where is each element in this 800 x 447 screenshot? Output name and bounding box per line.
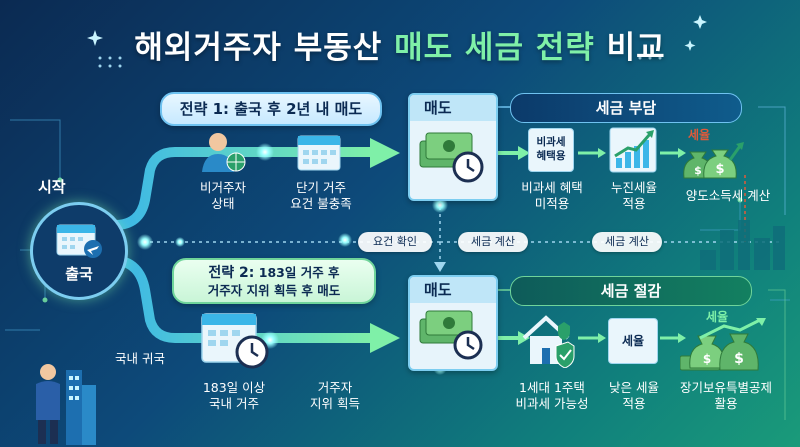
s1-step2-label: 단기 거주 요건 불충족 [262, 180, 380, 212]
s2-step2-line2: 지위 획득 [310, 396, 360, 411]
money-clock-icon [419, 132, 484, 183]
tax-calc-tag-1: 세금 계산 [458, 232, 528, 252]
s2-r2-label: 낮은 세율 적용 [594, 380, 674, 412]
s1-result-header: 세금 부담 [510, 93, 742, 123]
svg-text:$: $ [703, 352, 711, 366]
tax-exempt-doc-icon: 비과세 혜택용 [528, 128, 574, 172]
check-requirement-tag: 요건 확인 [358, 232, 432, 252]
s1-tax-rate-tag: 세율 [688, 128, 711, 142]
money-clock-icon-2 [419, 310, 483, 360]
rising-chart-icon [609, 127, 657, 173]
calendar-clock-icon [201, 313, 269, 369]
s1-sale-card: 매도 [408, 93, 498, 201]
s2-result-header: 세금 절감 [510, 276, 752, 306]
svg-text:$: $ [715, 162, 724, 177]
s2-r2-line1: 낮은 세율 [609, 380, 659, 395]
title-part3: 비교 [606, 30, 666, 66]
s1-r1-label: 비과세 혜택 미적용 [508, 180, 596, 212]
money-bags-icon: $ $ [683, 142, 744, 179]
tax-calc-tag-2: 세금 계산 [592, 232, 662, 252]
s2-r2-tag: 세율 [621, 334, 645, 348]
s1-r2-label: 누진세율 적용 [594, 180, 674, 212]
s2-r3-label: 장기보유특별공제 활용 [664, 380, 788, 412]
tax-exempt-doc-line2: 혜택용 [536, 150, 566, 162]
return-label: 국내 귀국 [115, 351, 165, 366]
s2-pill-line1b: 183일 거주 후 [258, 265, 340, 280]
s2-sale-card: 매도 [408, 275, 498, 371]
s2-r3-line1: 장기보유특별공제 [679, 380, 772, 395]
s1-step1-label: 비거주자 상태 [168, 180, 278, 212]
departure-node: 출국 [30, 202, 128, 300]
s2-pill-line2: 거주자 지위 획득 후 매도 [207, 283, 341, 298]
person-city-icon [36, 364, 96, 445]
s2-step2-label: 거주자 지위 획득 [290, 380, 380, 412]
s1-step2-line1: 단기 거주 [296, 180, 346, 195]
house-shield-icon [522, 315, 575, 368]
s1-r2-line2: 적용 [622, 196, 646, 211]
strategy2-pill: 전략 2: 183일 거주 후 거주자 지위 획득 후 매도 [172, 258, 376, 304]
s2-step1-label: 183일 이상 국내 거주 [186, 380, 282, 412]
s1-r1-line1: 비과세 혜택 [521, 180, 583, 195]
depart-label: 출국 [65, 265, 93, 283]
s2-tax-rate-tag: 세율 [706, 310, 729, 324]
start-label: 시작 [38, 178, 66, 196]
svg-text:$: $ [694, 164, 702, 177]
calendar-icon [297, 135, 341, 171]
svg-text:$: $ [734, 351, 744, 367]
person-globe-icon [202, 133, 246, 172]
calendar-plane-icon [56, 224, 102, 258]
s2-r1-label: 1세대 1주택 비과세 가능성 [506, 380, 598, 412]
s2-step1-line2: 국내 거주 [209, 396, 259, 411]
s1-step1-line2: 상태 [211, 196, 235, 211]
s2-sale-label: 매도 [410, 277, 496, 303]
s2-r3-line2: 활용 [714, 396, 738, 411]
s1-r2-line1: 누진세율 [610, 180, 657, 195]
strategy1-pill: 전략 1: 출국 후 2년 내 매도 [160, 92, 382, 126]
title-part1: 해외거주자 부동산 [134, 30, 383, 66]
money-bags-growth-icon: $ $ [680, 318, 766, 371]
page-title: 해외거주자 부동산 매도 세금 전략 비교 [0, 22, 800, 67]
s2-step1-line1: 183일 이상 [202, 380, 266, 395]
s2-step2-line1: 거주자 [317, 380, 353, 395]
tax-rate-doc-icon: 세율 [608, 318, 658, 364]
s1-sale-label: 매도 [410, 95, 496, 121]
s1-r1-line2: 미적용 [534, 196, 570, 211]
s2-pill-line1: 전략 2: [208, 265, 255, 281]
s1-step2-line2: 요건 불충족 [290, 196, 352, 211]
s2-r1-line2: 비과세 가능성 [515, 396, 589, 411]
tax-exempt-doc-line1: 비과세 [536, 136, 566, 148]
s1-step1-line1: 비거주자 [199, 180, 246, 195]
s2-r1-line1: 1세대 1주택 [519, 380, 585, 395]
s2-r2-line2: 적용 [622, 396, 646, 411]
s1-r3-label: 양도소득세 계산 [685, 188, 771, 203]
title-part2: 매도 세금 전략 [394, 30, 595, 66]
